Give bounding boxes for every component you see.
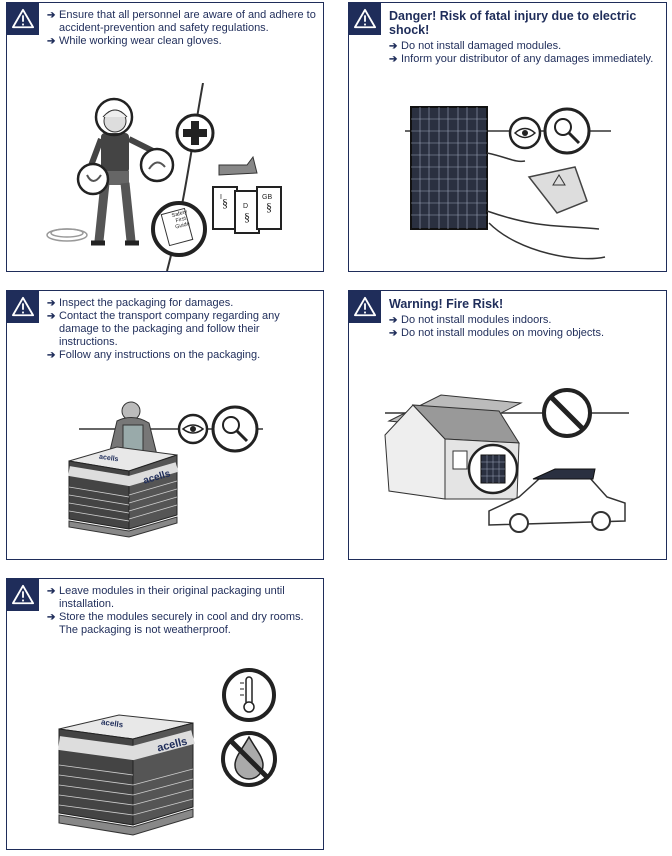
arrow-right-icon: ➔ <box>389 54 398 65</box>
list-item: ➔Inspect the packaging for damages. <box>47 297 234 309</box>
list-item: ➔Do not install modules indoors. <box>389 314 552 326</box>
svg-text:§: § <box>266 200 272 214</box>
svg-text:§: § <box>244 210 250 224</box>
panel-electric-shock: Danger! Risk of fatal injury due to elec… <box>348 2 667 272</box>
arrow-right-icon: ➔ <box>47 10 56 21</box>
packaging-box <box>58 714 195 836</box>
panel-text: ➔Ensure that all personnel are aware of … <box>47 9 317 48</box>
panel-heading: Warning! Fire Risk! <box>389 297 504 311</box>
doc-letter: I <box>220 194 222 201</box>
panel-heading: Danger! Risk of fatal injury due to elec… <box>389 9 637 37</box>
prohibited-icon <box>542 388 592 438</box>
panel-text: Danger! Risk of fatal injury due to elec… <box>389 9 660 66</box>
arrow-right-icon: ➔ <box>47 298 56 309</box>
doc-letter: GB <box>262 194 273 201</box>
thermometer-icon <box>222 668 276 722</box>
svg-text:§: § <box>222 196 228 210</box>
worker-safety-illustration: § § § <box>46 83 282 271</box>
panel-safety-regulations: ➔Ensure that all personnel are aware of … <box>6 2 324 272</box>
arrow-right-icon: ➔ <box>47 612 56 623</box>
arrow-right-icon: ➔ <box>389 41 398 52</box>
damaged-module-illustration <box>405 106 611 260</box>
inspect-box-illustration <box>68 401 263 538</box>
list-item: ➔Follow any instructions on the packagin… <box>47 349 261 361</box>
panel-fire-risk: Warning! Fire Risk! ➔Do not install modu… <box>348 290 667 560</box>
eye-icon <box>177 413 209 445</box>
panel-inspect-packaging: ➔Inspect the packaging for damages. ➔Con… <box>6 290 324 560</box>
regulation-documents: § § § <box>212 186 282 234</box>
arrow-right-icon: ➔ <box>47 36 56 47</box>
warning-triangle-icon <box>349 291 381 323</box>
eye-icon <box>508 116 542 150</box>
arrow-right-icon: ➔ <box>389 315 398 326</box>
arrow-right-icon: ➔ <box>47 350 56 361</box>
arrow-right-icon: ➔ <box>389 328 398 339</box>
list-item: ➔Leave modules in their original packagi… <box>47 585 285 610</box>
storage-box-illustration <box>58 668 277 836</box>
warning-triangle-icon <box>7 3 39 35</box>
arrow-right-icon: ➔ <box>47 311 56 322</box>
panel-storage: ➔Leave modules in their original packagi… <box>6 578 324 850</box>
arrow-right-icon: ➔ <box>47 586 56 597</box>
magnifier-icon <box>211 405 259 453</box>
list-item: ➔Store the modules securely in cool and … <box>47 611 304 636</box>
car <box>488 468 626 533</box>
magnifier-icon <box>543 107 591 155</box>
list-item: ➔Do not install damaged modules. <box>389 40 562 52</box>
list-item: ➔Inform your distributor of any damages … <box>389 53 654 65</box>
first-aid-cross-icon <box>175 113 215 153</box>
doc-letter: D <box>243 203 249 210</box>
solar-panel <box>410 106 488 230</box>
list-item: ➔While working wear clean gloves. <box>47 35 222 47</box>
no-water-drop-icon <box>221 731 277 787</box>
list-item: ➔Ensure that all personnel are aware of … <box>47 9 316 34</box>
warning-triangle-icon <box>7 291 39 323</box>
house-car-illustration <box>384 388 629 533</box>
warning-triangle-icon <box>349 3 381 35</box>
panel-text: Warning! Fire Risk! ➔Do not install modu… <box>389 297 660 340</box>
packaging-box <box>68 446 179 538</box>
panel-text: ➔Inspect the packaging for damages. ➔Con… <box>47 297 317 362</box>
list-item: ➔Contact the transport company regarding… <box>47 310 280 348</box>
list-item: ➔Do not install modules on moving object… <box>389 327 604 339</box>
panel-text: ➔Leave modules in their original packagi… <box>47 585 317 637</box>
warning-triangle-icon <box>7 579 39 611</box>
